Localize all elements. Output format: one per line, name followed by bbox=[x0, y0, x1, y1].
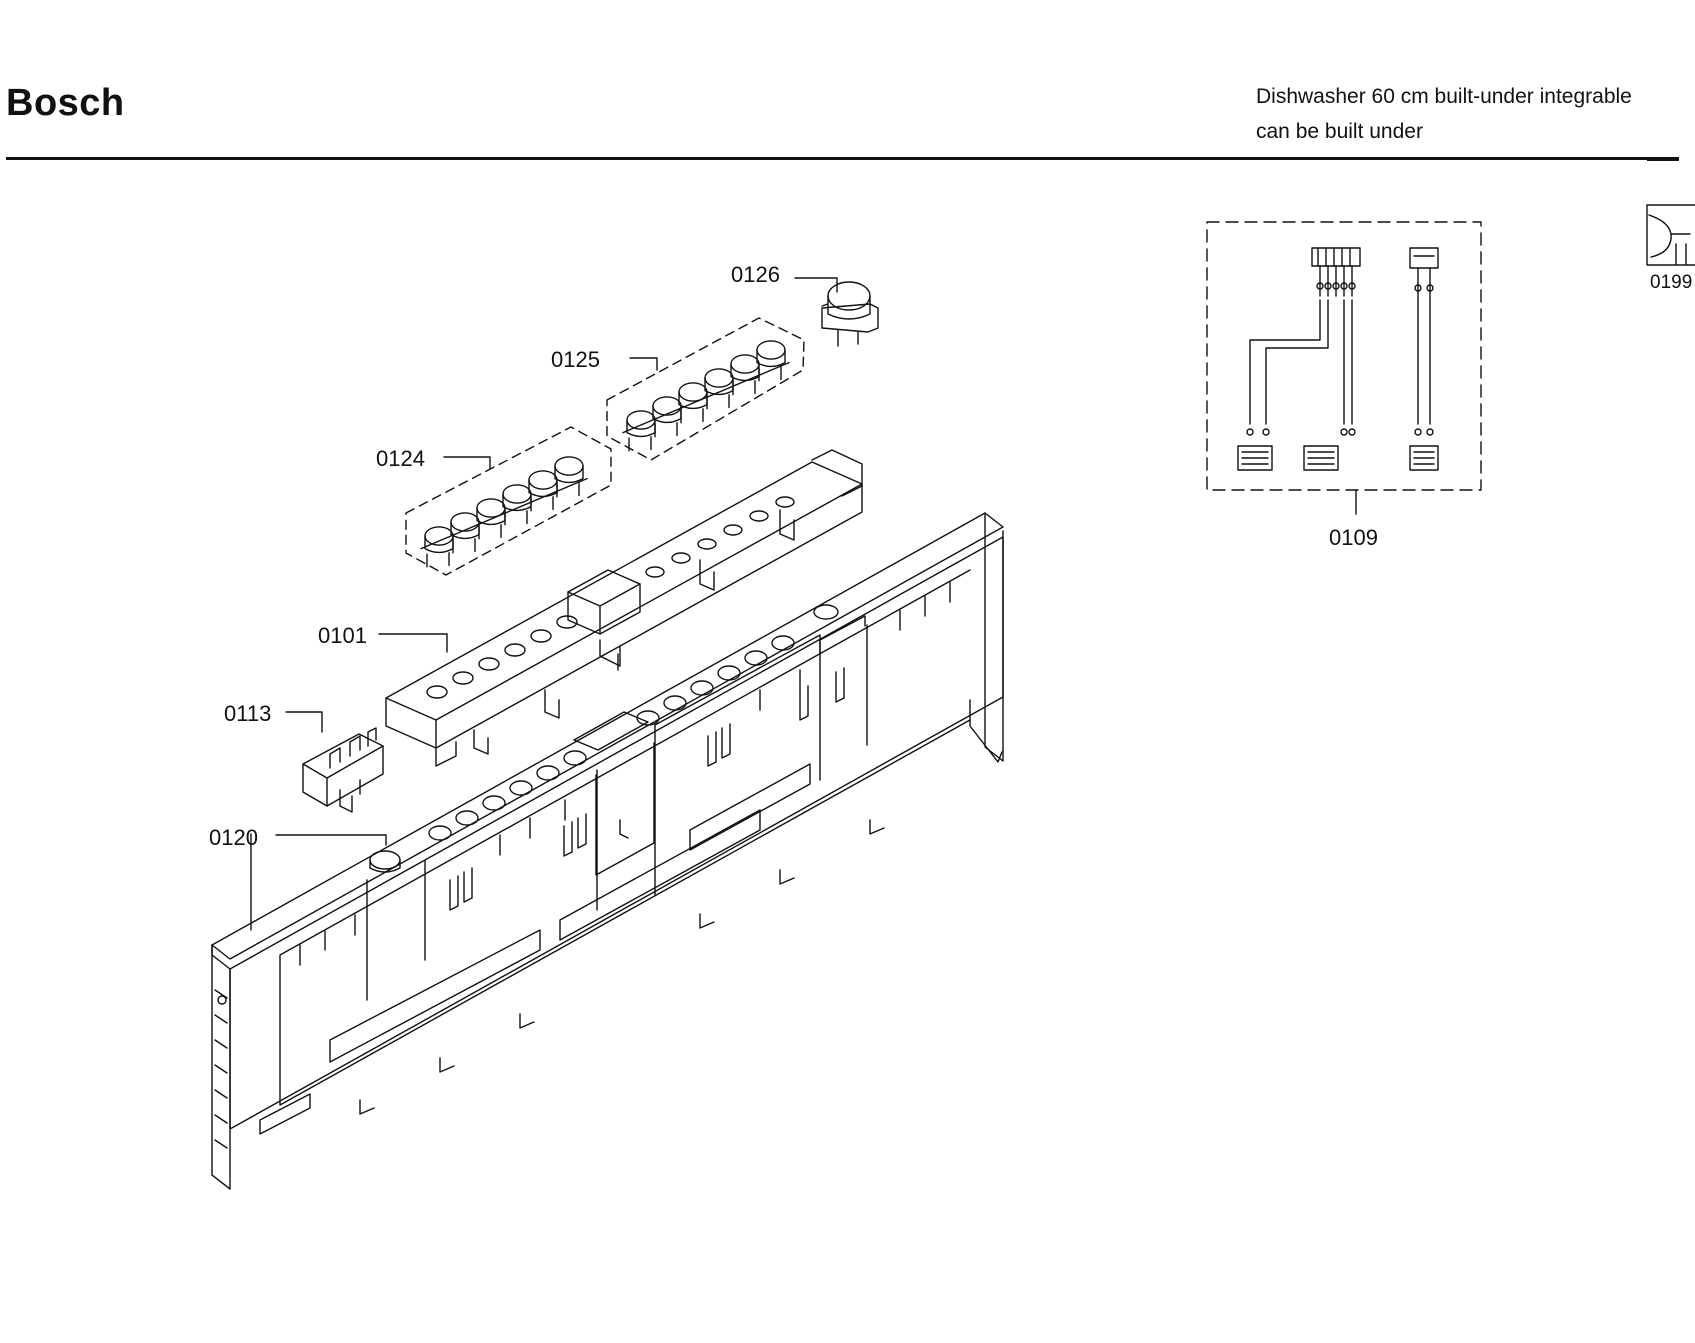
wrench-icon bbox=[1647, 205, 1695, 265]
label-0120: 0120 bbox=[209, 825, 258, 850]
label-0125: 0125 bbox=[551, 347, 600, 372]
button-strip-0124-caps bbox=[421, 457, 587, 567]
part-0120-fascia-panel[interactable] bbox=[212, 513, 1003, 1189]
part-0101-control-board[interactable] bbox=[379, 450, 862, 766]
part-0126-single-button[interactable] bbox=[795, 278, 878, 346]
model-description-line1: Dishwasher 60 cm built-under integrable bbox=[1256, 85, 1632, 108]
label-0101: 0101 bbox=[318, 623, 367, 648]
label-0113: 0113 bbox=[224, 701, 272, 726]
label-0126: 0126 bbox=[731, 262, 780, 287]
control-board-led-row bbox=[427, 497, 794, 698]
header-rule-end bbox=[1647, 160, 1679, 161]
label-0109: 0109 bbox=[1329, 525, 1378, 550]
header-rule bbox=[6, 157, 1679, 160]
fascia-button-holes bbox=[429, 605, 838, 840]
model-description-line2: can be built under bbox=[1256, 120, 1423, 143]
part-0125-button-strip[interactable] bbox=[607, 318, 804, 460]
part-0109-wiring-harness[interactable] bbox=[1207, 222, 1481, 514]
label-0199: 0199 bbox=[1650, 272, 1693, 293]
button-strip-0125-caps bbox=[623, 341, 789, 451]
part-0124-button-strip[interactable] bbox=[406, 427, 611, 575]
part-0113-connector[interactable] bbox=[286, 712, 383, 812]
brand-title: Bosch bbox=[6, 82, 125, 124]
label-0124: 0124 bbox=[376, 446, 425, 471]
